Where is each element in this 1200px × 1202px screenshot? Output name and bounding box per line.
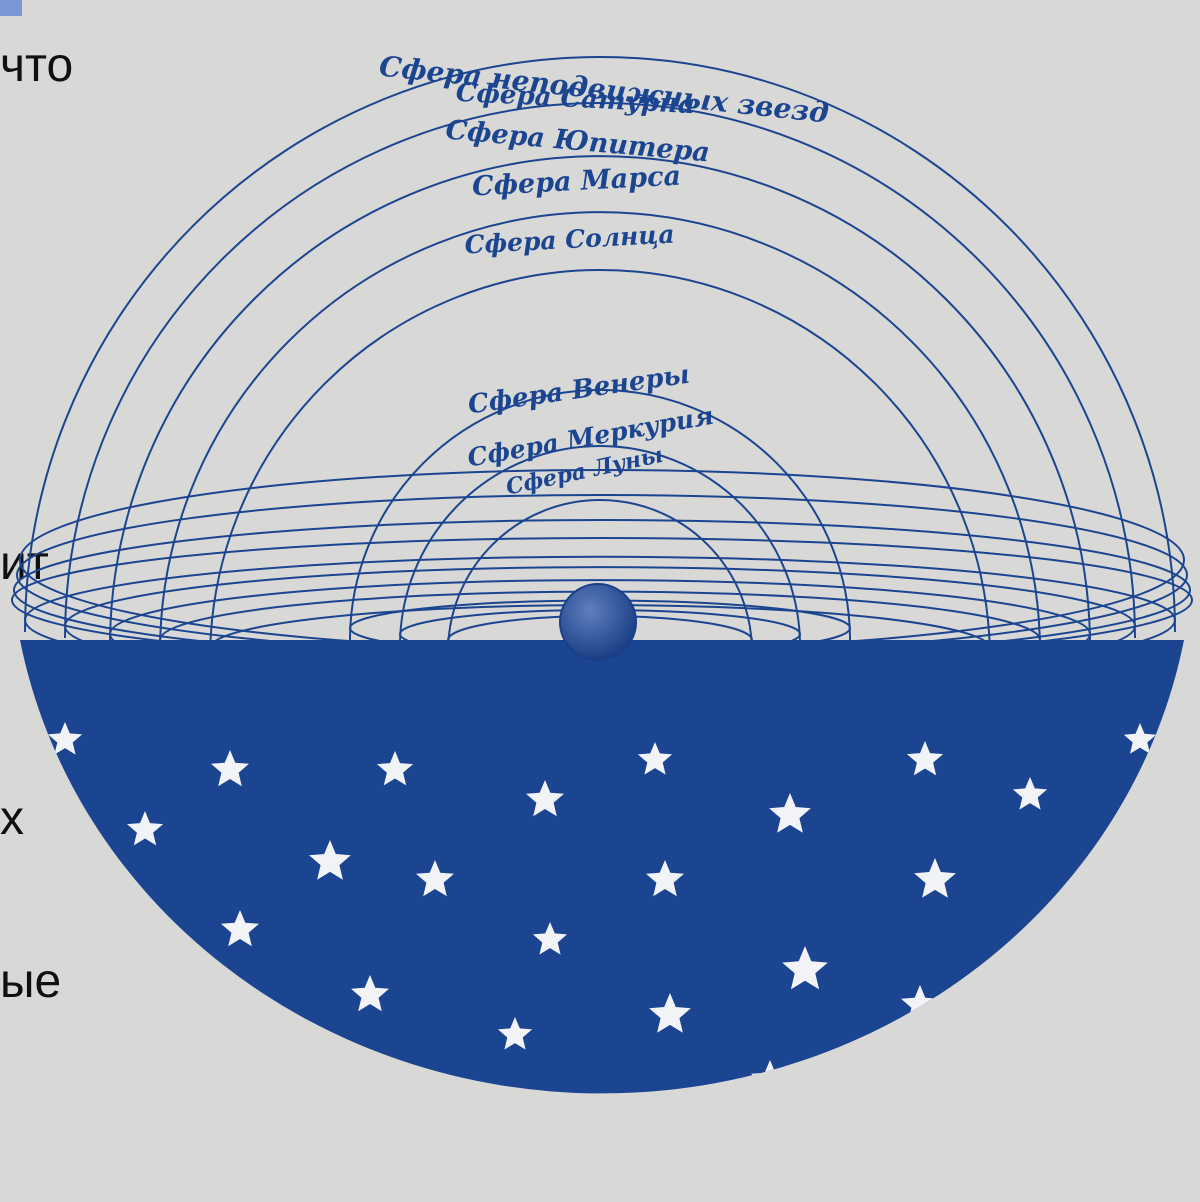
sphere-arc-4 [159,211,1041,653]
star-21 [649,993,691,1033]
sphere-arc-2 [64,102,1136,639]
star-12 [416,860,454,897]
star-14 [914,858,956,898]
earth-globe [559,583,637,661]
star-15 [121,916,159,951]
star-8 [1012,777,1048,810]
hemisphere-rim-line-4 [11,537,1193,663]
star-5 [637,742,673,775]
star-6 [769,793,811,833]
sphere-arc-3 [109,155,1091,647]
sphere-arc-5 [209,269,991,661]
slide-text-fragment-1: что [0,39,74,92]
slide-accent-bar [0,0,22,16]
slide-text-fragment-3: х [0,792,24,845]
slide-text-fragment-4: ые [0,955,62,1008]
star-26 [377,1092,413,1094]
star-2 [211,750,249,787]
star-24 [497,1017,533,1050]
star-11 [309,840,351,880]
star-28 [695,1149,725,1178]
lower-hemisphere [20,640,1184,1094]
star-13 [646,860,684,897]
sphere-arc-7 [399,445,801,647]
star-23 [257,1007,293,1040]
star-7 [906,741,944,776]
star-18 [782,946,828,990]
star-20 [351,975,389,1012]
star-3 [376,751,414,786]
sphere-arc-6 [349,389,851,641]
star-10 [126,811,164,846]
star-4 [526,780,564,817]
star-16 [221,910,259,947]
star-27 [576,1110,614,1146]
label-mars-sphere: Сфера Марса [471,161,681,203]
star-9 [1123,723,1157,754]
star-17 [532,922,568,955]
star-1 [47,722,83,755]
star-19 [1058,898,1092,929]
sphere-arc-1 [24,56,1176,633]
